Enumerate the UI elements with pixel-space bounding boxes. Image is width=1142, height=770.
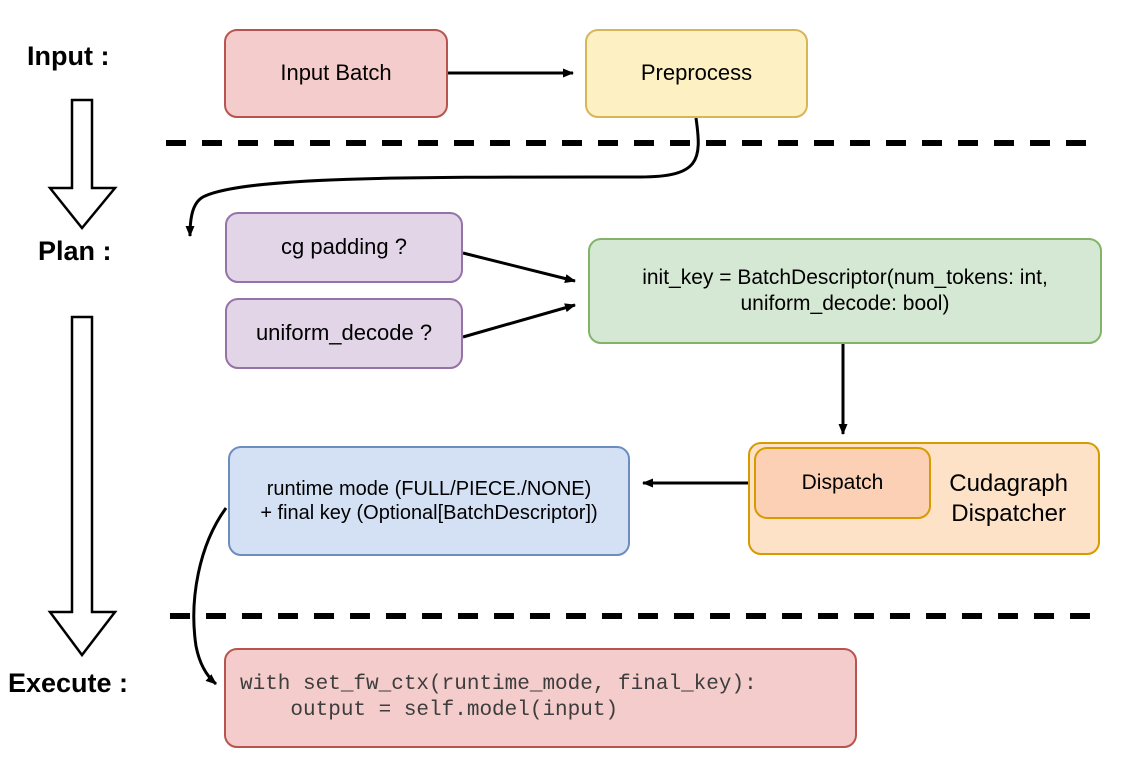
runtime-mode-node[interactable]: runtime mode (FULL/PIECE./NONE) + final … <box>228 446 630 556</box>
uniform-decode-node[interactable]: uniform_decode ? <box>225 298 463 369</box>
edge-cg-padding-to-init-key <box>462 251 576 283</box>
stage-label-input: Input : <box>27 41 110 71</box>
execute-code-node[interactable]: with set_fw_ctx(runtime_mode, final_key)… <box>224 648 857 748</box>
init-key-node[interactable]: init_key = BatchDescriptor(num_tokens: i… <box>588 238 1102 344</box>
stage-block-arrow-input-to-plan <box>47 98 118 230</box>
input-batch-node[interactable]: Input Batch <box>224 29 448 118</box>
edge-runtime-mode-to-execute-code <box>192 507 228 686</box>
stage-label-execute: Execute : <box>8 668 129 698</box>
edge-uniform-decode-to-init-key <box>462 303 576 339</box>
dispatch-node[interactable]: Dispatch <box>754 447 931 519</box>
cg-padding-node[interactable]: cg padding ? <box>225 212 463 283</box>
preprocess-node[interactable]: Preprocess <box>585 29 808 118</box>
stage-block-arrow-plan-to-execute <box>47 315 118 658</box>
stage-label-plan: Plan : <box>38 236 112 266</box>
